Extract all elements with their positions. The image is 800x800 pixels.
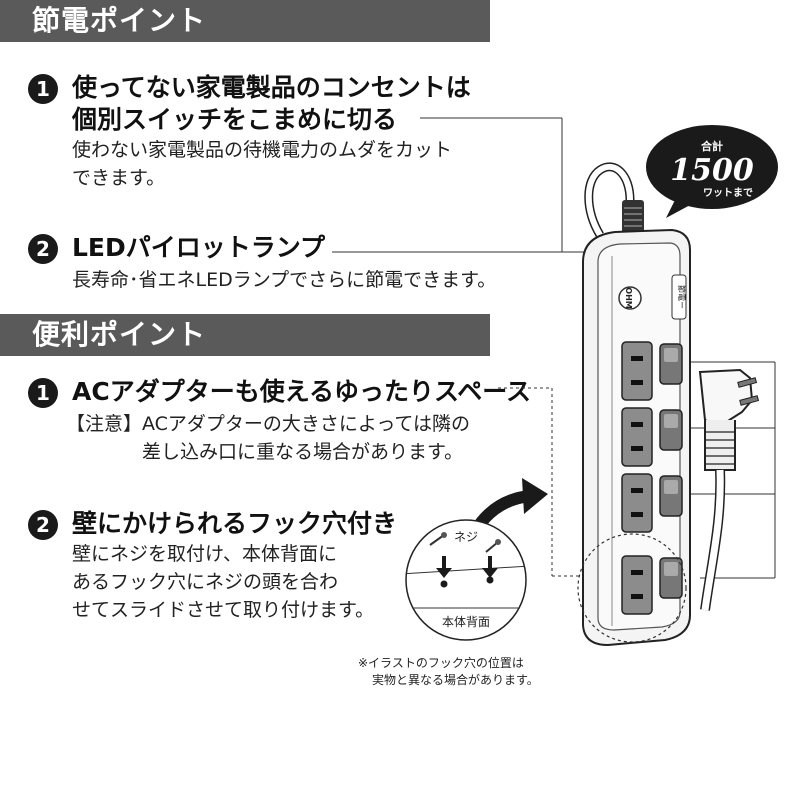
point-heading-line1: 使ってない家電製品のコンセントは — [72, 73, 471, 102]
point-description-line2: できます。 — [72, 167, 166, 189]
section-title: 便利ポイント — [32, 318, 207, 351]
point-description-line3: せてスライドさせて取り付けます。 — [72, 599, 375, 621]
section-header-convenience: 便利ポイント — [0, 314, 490, 356]
switch-highlight — [664, 348, 678, 362]
outlet-slot — [631, 512, 643, 517]
point-number-badge: 2 — [28, 510, 58, 540]
outlet-4 — [621, 555, 653, 615]
lamp-label: 節電ー — [677, 285, 687, 309]
badge-unit-label: ワットまで — [703, 187, 753, 199]
footnote-line2: 実物と異なる場合があります。 — [372, 673, 539, 687]
outlet-slot — [631, 570, 643, 575]
caution-label: 【注意】 — [66, 413, 143, 435]
point-heading: ACアダプターも使えるゆったりスペース — [72, 377, 531, 406]
point-number-badge: 1 — [28, 74, 58, 104]
switch-highlight — [664, 480, 678, 494]
outlet-2 — [621, 407, 653, 467]
point-heading: LEDパイロットランプ — [72, 233, 326, 262]
socket-group — [621, 341, 683, 615]
down-arrow-icon — [436, 556, 452, 588]
point-description: 長寿命･省エネLEDランプでさらに節電できます。 — [72, 269, 497, 291]
point-heading: 壁にかけられるフック穴付き — [72, 509, 398, 538]
outlet-slot — [631, 594, 643, 599]
caution-line2: 差し込み口に重なる場合があります。 — [142, 441, 464, 463]
outlet-slot — [631, 380, 643, 385]
back-panel-label: 本体背面 — [442, 615, 490, 629]
section-header-energy-saving: 節電ポイント — [0, 0, 490, 42]
outlet-slot — [631, 488, 643, 493]
badge-total-label: 合計 — [701, 139, 723, 153]
outlet-slot — [631, 422, 643, 427]
switch-highlight — [664, 562, 678, 576]
power-cord — [584, 162, 635, 238]
down-arrow-icon — [482, 556, 498, 584]
point-description-line1: 壁にネジを取付け、本体背面に — [72, 543, 338, 565]
brand-logo-text: OHM — [624, 287, 633, 308]
outlet-1 — [621, 341, 653, 401]
point-description-line2: あるフック穴にネジの頭を合わ — [72, 571, 339, 593]
ac-plug — [698, 368, 760, 611]
screw-icon — [485, 539, 501, 553]
screw-label: ネジ — [454, 530, 478, 544]
outlet-slot — [631, 446, 643, 451]
led-lamp-indicator — [671, 274, 687, 320]
point-number-badge: 2 — [28, 234, 58, 264]
point-heading-line2: 個別スイッチをこまめに切る — [72, 105, 398, 134]
hook-highlight-circle — [577, 533, 687, 643]
hook-diagram: ネジ 本体背面 — [405, 519, 527, 641]
caution-line1: ACアダプターの大きさによっては隣の — [142, 413, 471, 435]
badge-value: 1500 — [670, 153, 754, 188]
point-description-line1: 使わない家電製品の待機電力のムダをカット — [72, 139, 453, 161]
outlet-slot — [631, 356, 643, 361]
section-title: 節電ポイント — [32, 4, 207, 37]
cord-bushing-ridges — [624, 207, 642, 227]
cord-bushing — [622, 200, 644, 236]
point-number-badge: 1 — [28, 378, 58, 408]
leader-lines — [332, 117, 776, 579]
outlet-3 — [621, 473, 653, 533]
brand-logo — [618, 286, 642, 310]
footnote-line1: ※イラストのフック穴の位置は — [358, 656, 524, 670]
wattage-badge: 合計 1500 ワットまで — [646, 125, 778, 218]
screw-icon — [429, 532, 447, 546]
switch-highlight — [664, 414, 678, 428]
